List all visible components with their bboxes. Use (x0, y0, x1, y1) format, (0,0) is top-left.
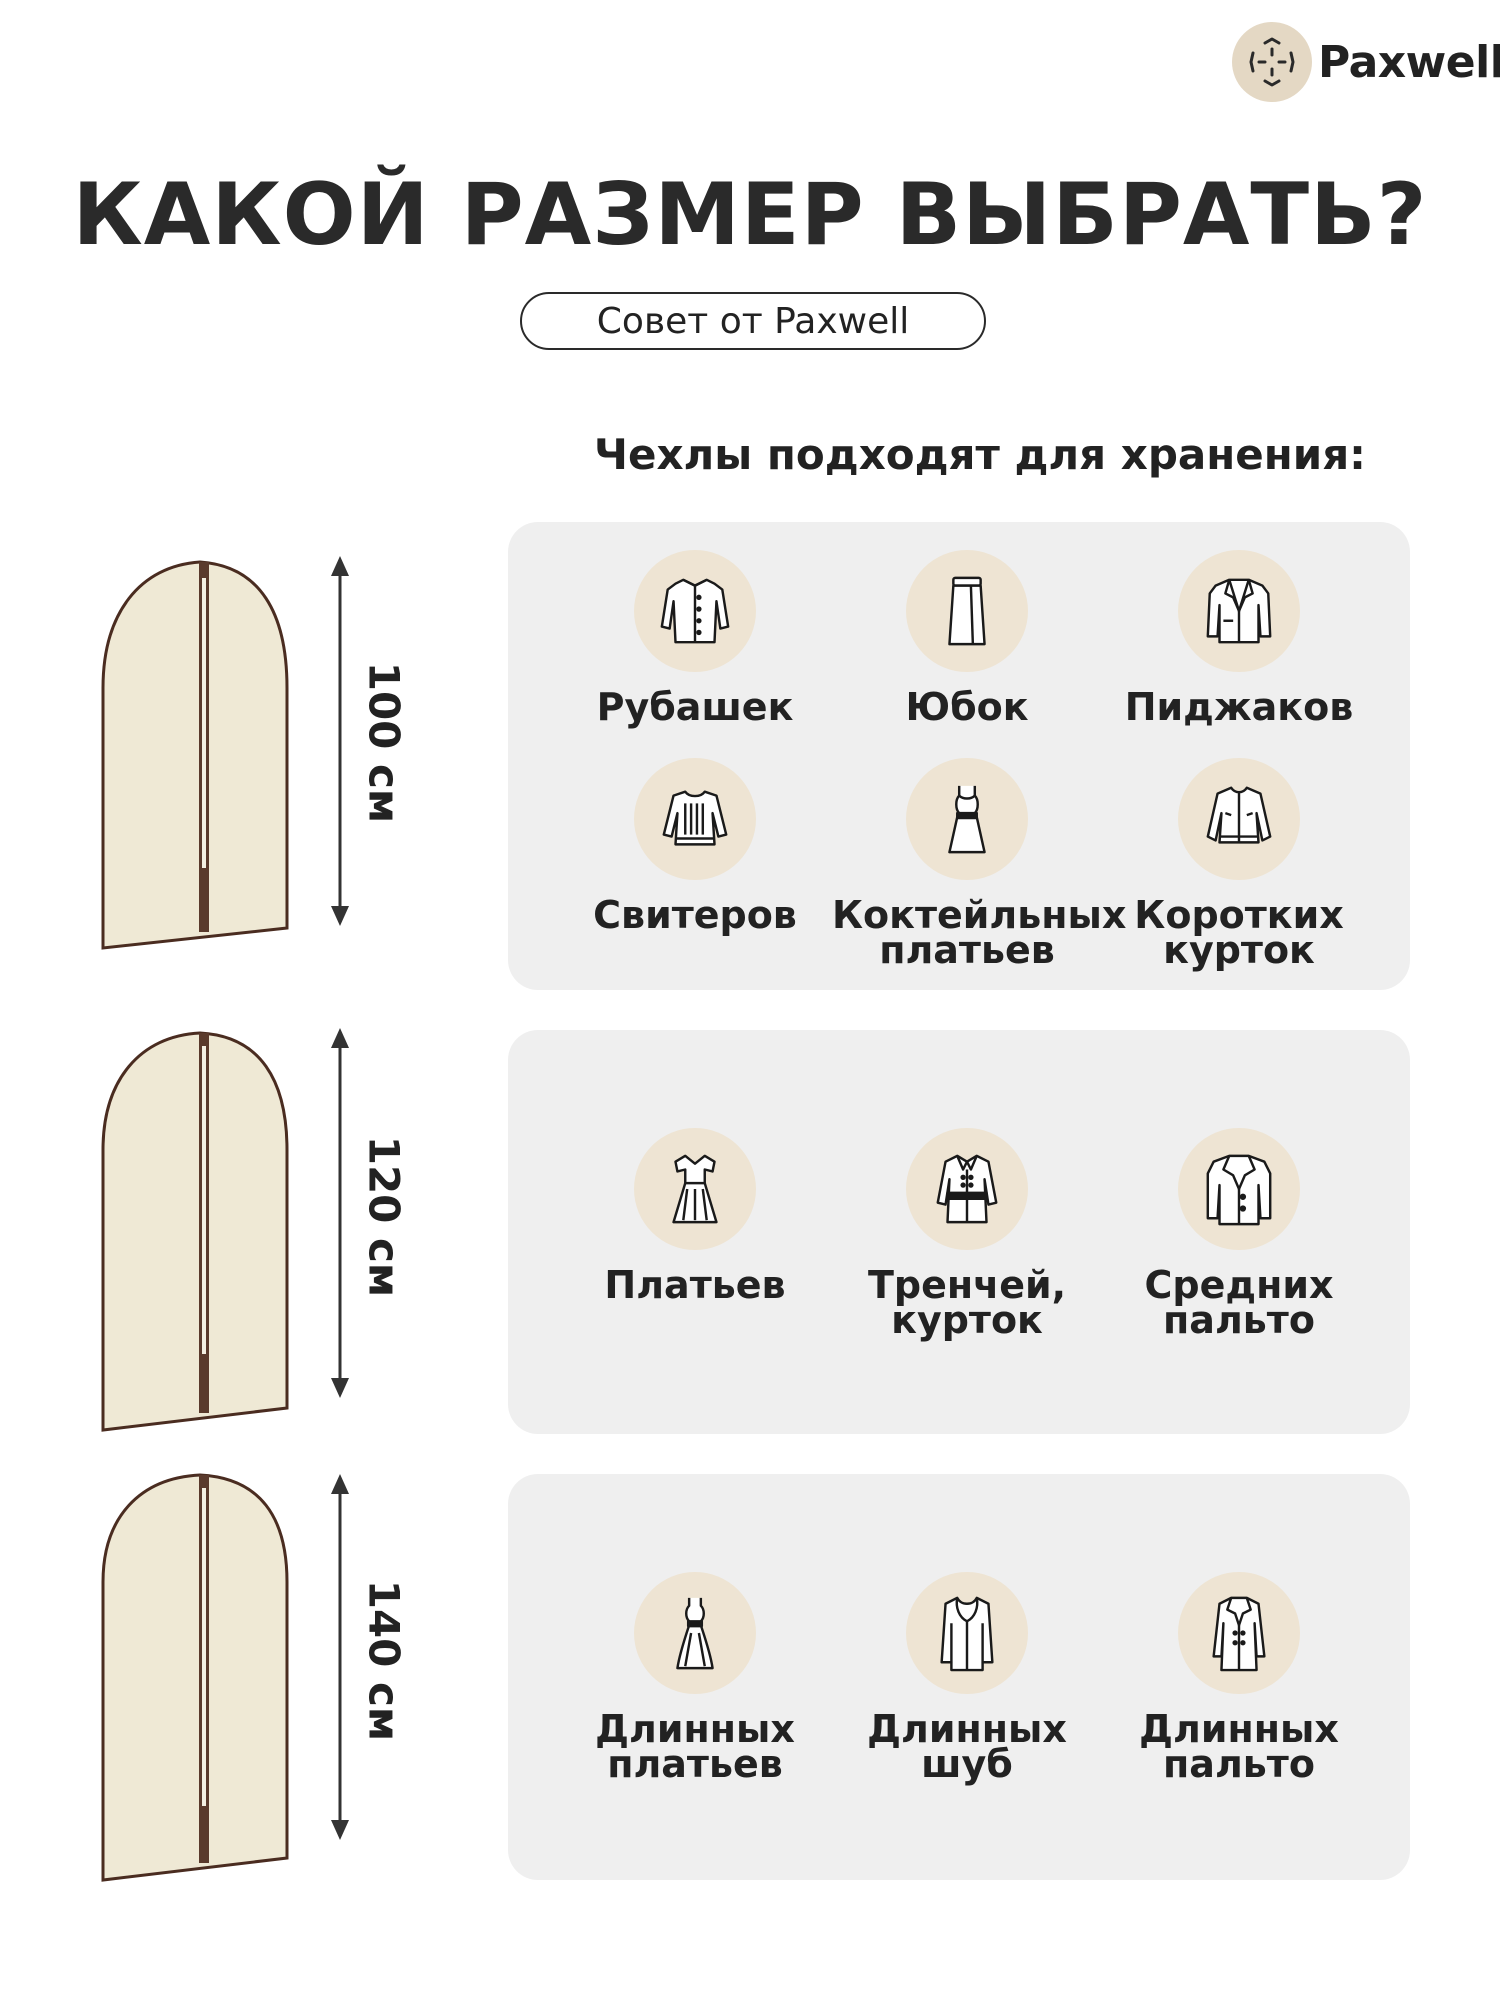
trench-coat-icon (906, 1128, 1028, 1250)
item-shirts: Рубашек (560, 550, 830, 729)
item-jackets: Пиджаков (1104, 550, 1374, 729)
size-label-120: 120 см (359, 1135, 409, 1298)
skirt-icon (906, 550, 1028, 672)
item-label: Свитеров (593, 893, 797, 937)
cocktail-dress-icon (906, 758, 1028, 880)
logo-box-icon (1232, 22, 1312, 102)
item-sweaters: Свитеров (560, 758, 830, 937)
item-short-jackets: Коротких курток (1104, 758, 1374, 972)
advice-badge: Совет от Paxwell (520, 292, 986, 350)
brand-logo: Paxwell™ (1232, 22, 1500, 102)
item-long-fur-coats: Длинных шуб (832, 1572, 1102, 1786)
item-label: Длинных шуб (867, 1707, 1067, 1786)
size-label-100: 100 см (359, 661, 409, 824)
item-skirts: Юбок (832, 550, 1102, 729)
item-trench-coats: Тренчей, курток (832, 1128, 1102, 1342)
item-label: Средних пальто (1144, 1263, 1334, 1342)
section-subtitle: Чехлы подходят для хранения: (594, 430, 1366, 479)
item-dresses: Платьев (560, 1128, 830, 1307)
item-label: Юбок (905, 685, 1029, 729)
item-label: Длинных платьев (595, 1707, 795, 1786)
size-arrow-100-icon (331, 556, 349, 926)
sweater-icon (634, 758, 756, 880)
item-medium-coats: Средних пальто (1104, 1128, 1374, 1342)
item-label: Длинных пальто (1139, 1707, 1339, 1786)
item-long-coats: Длинных пальто (1104, 1572, 1374, 1786)
panel-140: Длинных платьев Длинных шуб Длинных паль… (508, 1474, 1410, 1880)
coat-icon (1178, 1128, 1300, 1250)
garment-bag-140-icon (101, 1473, 289, 1882)
item-long-dresses: Длинных платьев (560, 1572, 830, 1786)
long-coat-icon (1178, 1572, 1300, 1694)
fur-coat-icon (906, 1572, 1028, 1694)
size-arrow-120-icon (331, 1028, 349, 1398)
item-label: Платьев (604, 1263, 786, 1307)
page-title: КАКОЙ РАЗМЕР ВЫБРАТЬ? (72, 165, 1428, 265)
dress-icon (634, 1128, 756, 1250)
jacket-icon (1178, 550, 1300, 672)
item-label: Тренчей, курток (867, 1263, 1067, 1342)
panel-100: Рубашек Юбок Пиджаков (508, 522, 1410, 990)
item-label: Коротких курток (1134, 893, 1344, 972)
item-cocktail-dresses: Коктейльных платьев (832, 758, 1127, 972)
size-label-140: 140 см (359, 1579, 409, 1742)
size-arrow-140-icon (331, 1474, 349, 1840)
garment-bag-120-icon (101, 1031, 289, 1432)
long-dress-icon (634, 1572, 756, 1694)
item-label: Коктейльных платьев (832, 893, 1127, 972)
item-label: Рубашек (596, 685, 794, 729)
shirt-icon (634, 550, 756, 672)
garment-bag-100-icon (101, 560, 289, 950)
panel-120: Платьев Тренчей, курток Средних пальто (508, 1030, 1410, 1434)
bomber-jacket-icon (1178, 758, 1300, 880)
brand-name: Paxwell (1318, 36, 1500, 88)
item-label: Пиджаков (1124, 685, 1354, 729)
